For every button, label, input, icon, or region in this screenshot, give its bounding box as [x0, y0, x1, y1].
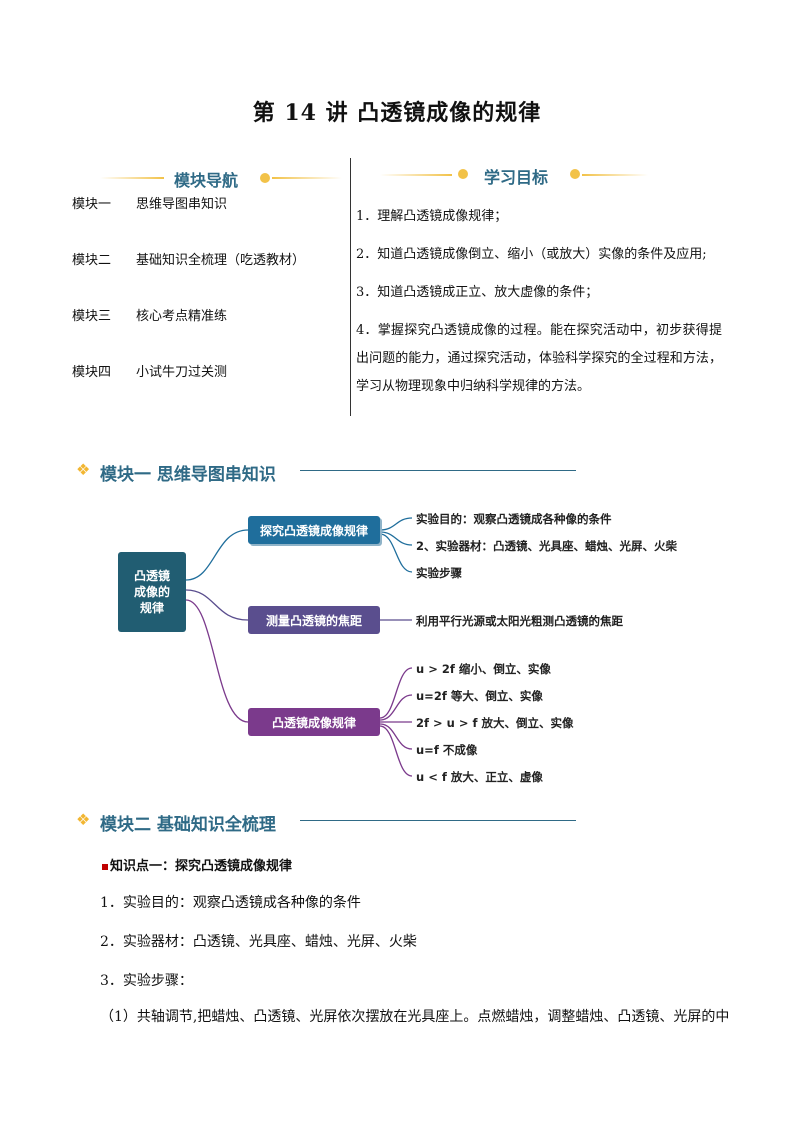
- mindmap-leaf: u < f 放大、正立、虚像: [416, 770, 543, 784]
- column-divider: [350, 158, 351, 416]
- knowledge-point-1: 知识点一：探究凸透镜成像规律: [102, 855, 292, 874]
- goal-1: 1．理解凸透镜成像规律；: [356, 209, 508, 224]
- goal-4: 4．掌握探究凸透镜成像的过程。能在探究活动中，初步获得提出问题的能力，通过探究活…: [356, 323, 722, 394]
- nav-item-1-text: 思维导图串知识: [136, 197, 228, 212]
- mindmap-leaf: 实验步骤: [416, 566, 462, 580]
- mindmap-branch-focal: 测量凸透镜的焦距: [248, 606, 380, 634]
- body-line-1: 1．实验目的：观察凸透镜成各种像的条件: [100, 895, 361, 911]
- mindmap-leaf: u=f 不成像: [416, 743, 478, 757]
- nav-item-4-num: 模块四: [72, 365, 112, 380]
- body-line-3: 3．实验步骤：: [100, 973, 193, 989]
- mindmap-leaf: u=2f 等大、倒立、实像: [416, 689, 543, 703]
- body-line-2: 2．实验器材：凸透镜、光具座、蜡烛、光屏、火柴: [100, 934, 417, 950]
- mindmap-leaf: 2f > u > f 放大、倒立、实像: [416, 716, 574, 730]
- nav-heading-dot: [260, 173, 270, 183]
- nav-item-2-text: 基础知识全梳理（吃透教材）: [136, 253, 306, 268]
- nav-item-3-num: 模块三: [72, 309, 112, 324]
- mindmap-branch-rules: 凸透镜成像规律: [248, 708, 380, 736]
- nav-item-2-num: 模块二: [72, 253, 112, 268]
- knowledge-point-1-text: 知识点一：探究凸透镜成像规律: [110, 859, 293, 874]
- page-title: 第 14 讲 凸透镜成像的规律: [252, 100, 542, 126]
- module1-diamond-icon: ❖: [76, 460, 91, 479]
- body-line-4: （1）共轴调节,把蜡烛、凸透镜、光屏依次摆放在光具座上。点燃蜡烛，调整蜡烛、凸透…: [100, 1009, 730, 1025]
- mindmap-connectors: [185, 517, 413, 777]
- nav-item-1-num: 模块一: [72, 197, 112, 212]
- mindmap-root: 凸透镜成像的规律: [118, 552, 186, 632]
- mindmap-branch-explore: 探究凸透镜成像规律: [248, 516, 380, 544]
- module1-title: 模块一 思维导图串知识: [100, 465, 276, 485]
- mindmap-leaf: 2、实验器材：凸透镜、光具座、蜡烛、光屏、火柴: [416, 539, 677, 553]
- mindmap-leaf: 实验目的：观察凸透镜成各种像的条件: [416, 512, 612, 526]
- goals-heading-line-left: [380, 174, 452, 176]
- nav-item-4-text: 小试牛刀过关测: [136, 365, 228, 380]
- red-square-icon: [102, 863, 108, 870]
- goals-heading: 学习目标: [484, 168, 549, 187]
- mindmap-leaf: 利用平行光源或太阳光粗测凸透镜的焦距: [416, 614, 623, 628]
- goal-2: 2．知道凸透镜成像倒立、缩小（或放大）实像的条件及应用;: [356, 247, 707, 262]
- module2-diamond-icon: ❖: [76, 810, 91, 829]
- goals-heading-dot-right: [570, 169, 580, 179]
- module2-title: 模块二 基础知识全梳理: [100, 815, 276, 835]
- nav-heading: 模块导航: [174, 171, 239, 190]
- goals-heading-dot-left: [458, 169, 468, 179]
- goals-heading-line-right: [582, 174, 648, 176]
- nav-heading-line-right: [272, 177, 342, 179]
- goal-3: 3．知道凸透镜成正立、放大虚像的条件；: [356, 285, 599, 300]
- nav-item-3-text: 核心考点精准练: [136, 309, 228, 324]
- nav-heading-line-left: [100, 177, 164, 179]
- module2-rule: [300, 820, 576, 821]
- module1-rule: [300, 470, 576, 471]
- mindmap-leaf: u > 2f 缩小、倒立、实像: [416, 662, 551, 676]
